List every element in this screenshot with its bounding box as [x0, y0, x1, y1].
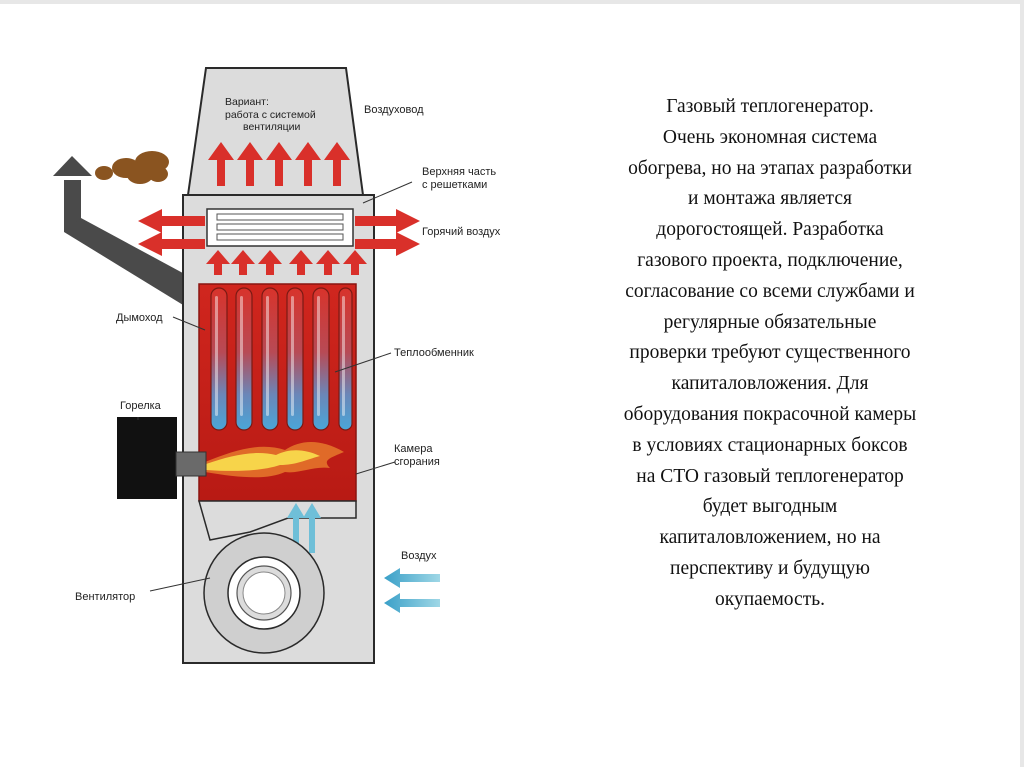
description-line: оборудования покрасочной камеры [623, 403, 917, 425]
fan [203, 532, 325, 654]
description-line: проверки требуют существенного [629, 342, 911, 364]
description-line: на СТО газовый теплогенератор [636, 465, 904, 487]
description-line: регулярные обязательные [663, 311, 877, 333]
leader-lines [137, 181, 413, 592]
description-line: Газовый теплогенератор. [666, 96, 874, 117]
description-line: и монтажа является [688, 188, 852, 210]
tube-highlights [215, 296, 345, 416]
description-text: Газовый теплогенератор. Очень экономная с… [560, 92, 980, 616]
description-line: Очень экономная система [662, 126, 878, 148]
mid-red-arrows [206, 250, 367, 275]
duct-red-arrows [237, 142, 350, 186]
description-line: согласование со всеми службами и [625, 280, 915, 302]
description-line: будет выгодным [702, 496, 838, 518]
description-line: дорогостоящей. Разработка [656, 219, 884, 241]
burner-flame [205, 442, 344, 478]
description-line: окупаемость. [715, 588, 825, 610]
label-combustion-chamber: Камера сгорания [394, 443, 440, 468]
hot-air-arrows-right [355, 209, 420, 256]
label-hot-air: Горячий воздух [422, 226, 501, 238]
description-line: капиталовложения. Для [671, 373, 869, 395]
description-line: в условиях стационарных боксов [632, 434, 908, 456]
description-line: капиталовложением, но на [659, 527, 881, 549]
chimney-cap [53, 156, 92, 176]
air-intake-arrows [384, 568, 440, 613]
exchanger-tubes [210, 287, 353, 431]
label-fan: Вентилятор [75, 591, 136, 603]
description-line: газового проекта, подключение, [637, 249, 903, 271]
label-upper-part: Верхняя часть с решетками [422, 166, 497, 191]
label-air: Воздух [401, 550, 437, 562]
duct-red-arrow-left [208, 142, 234, 186]
burner-nozzle [175, 451, 207, 477]
burner-block [117, 417, 177, 499]
hot-air-arrows-left [138, 209, 205, 256]
blue-up-arrows [287, 503, 321, 553]
smoke-puff [95, 151, 169, 184]
label-heat-exchanger: Теплообменник [394, 347, 474, 359]
label-burner: Горелка [120, 400, 161, 412]
label-air-duct: Воздуховод [364, 104, 424, 116]
label-chimney: Дымоход [116, 312, 163, 324]
description-line: обогрева, но на этапах разработки [628, 157, 912, 179]
label-variant: Вариант: работа с системой вентиляции [225, 96, 316, 133]
chimney-pipe [64, 180, 205, 308]
description-line: перспективу и будущую [670, 557, 870, 579]
grille-slats [216, 213, 344, 241]
